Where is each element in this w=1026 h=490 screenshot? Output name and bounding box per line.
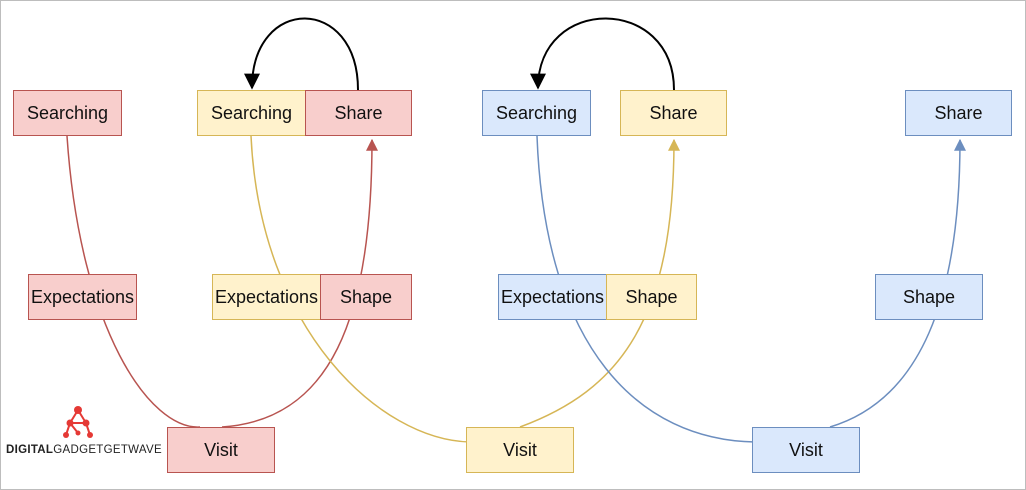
loop-arrow-1 [244, 17, 359, 91]
yellow-share-node: Share [620, 90, 727, 136]
yellow-visit-label: Visit [503, 439, 537, 460]
yellow-expectations-node: Expectations [212, 274, 321, 320]
red-visit-node: Visit [167, 427, 275, 473]
watermark-text: DIGITALGADGETGETWAVE [6, 444, 162, 456]
red-share-label: Share [334, 102, 383, 123]
blue-path-out [829, 138, 966, 428]
blue-share-node: Share [905, 90, 1012, 136]
blue-searching-node: Searching [482, 90, 591, 136]
blue-share-label: Share [934, 102, 983, 123]
watermark-text-bold: DIGITAL [6, 444, 54, 456]
watermark-text-light: GADGETGETWAVE [53, 444, 162, 456]
red-expectations-label: Expectations [30, 286, 135, 307]
red-expectations-node: Expectations [28, 274, 137, 320]
network-molecule-icon [63, 406, 93, 438]
red-searching-node: Searching [13, 90, 122, 136]
red-path-in [66, 135, 201, 428]
blue-searching-label: Searching [495, 102, 578, 123]
yellow-searching-label: Searching [210, 102, 293, 123]
blue-shape-label: Shape [902, 286, 956, 307]
blue-visit-label: Visit [789, 439, 823, 460]
red-shape-node: Shape [320, 274, 412, 320]
yellow-expectations-label: Expectations [214, 286, 319, 307]
blue-visit-node: Visit [752, 427, 860, 473]
yellow-visit-node: Visit [466, 427, 574, 473]
yellow-searching-node: Searching [197, 90, 306, 136]
blue-path-in [536, 135, 756, 443]
yellow-share-label: Share [649, 102, 698, 123]
red-visit-label: Visit [204, 439, 238, 460]
blue-shape-node: Shape [875, 274, 983, 320]
red-shape-label: Shape [339, 286, 393, 307]
watermark-logo: DIGITALGADGETGETWAVE [6, 405, 162, 461]
blue-expectations-node: Expectations [498, 274, 607, 320]
yellow-path-out [519, 138, 680, 428]
blue-expectations-label: Expectations [500, 286, 605, 307]
red-path-out [221, 138, 378, 428]
red-share-node: Share [305, 90, 412, 136]
red-searching-label: Searching [26, 102, 109, 123]
yellow-shape-label: Shape [625, 286, 678, 307]
loop-arrow-2 [530, 17, 675, 91]
yellow-shape-node: Shape [606, 274, 697, 320]
yellow-path-in [250, 135, 471, 443]
